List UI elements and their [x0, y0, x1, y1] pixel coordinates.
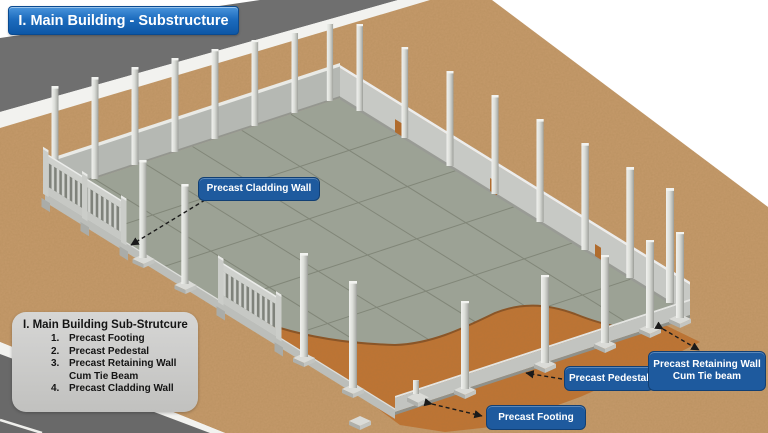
legend-item-number: 4. — [51, 383, 60, 394]
slab-grid-lines — [93, 113, 642, 397]
callout-precast-pedestal: Precast Pedestal — [564, 366, 654, 391]
callout-precast-retaining-wall: Precast Retaining Wall Cum Tie beam — [648, 351, 766, 391]
cladding-fence-b — [216, 255, 283, 357]
callout-label: Precast Footing — [498, 411, 574, 423]
legend-item-number: 3. — [51, 358, 60, 369]
cladding-fence-a — [41, 146, 128, 261]
callout-label: Precast Cladding Wall — [206, 183, 312, 194]
callout-label-line2: Cum Tie beam — [672, 371, 742, 382]
legend-item: 2. Precast Pedestal — [23, 346, 190, 359]
page-title: I. Main Building - Substructure — [8, 6, 239, 35]
legend-item-label: Precast Footing — [69, 333, 145, 344]
legend-item: 1. Precast Footing — [23, 333, 190, 346]
callout-label: Precast Pedestal — [568, 372, 650, 384]
legend-box: I. Main Building Sub-Strutcure 1. Precas… — [12, 312, 198, 412]
legend-item: 4. Precast Cladding Wall — [23, 383, 190, 396]
legend-item-label: Precast Retaining Wall Cum Tie Beam — [69, 358, 177, 382]
legend-item: 3. Precast Retaining Wall Cum Tie Beam — [23, 358, 190, 383]
legend-item-number: 2. — [51, 345, 60, 357]
callout-arrows — [130, 199, 700, 419]
wall-opening — [595, 244, 601, 260]
callout-precast-footing: Precast Footing — [486, 405, 586, 430]
arrow-footing — [423, 398, 483, 419]
nw-retaining-wall — [45, 63, 340, 195]
arrow-pedestal — [525, 370, 563, 380]
callout-precast-cladding-wall: Precast Cladding Wall — [198, 177, 320, 201]
legend-item-label: Precast Cladding Wall — [69, 383, 174, 394]
arrow-cladding-wall — [130, 199, 206, 246]
legend-item-number: 1. — [51, 333, 60, 344]
wall-opening — [395, 119, 402, 137]
legend-item-label: Precast Pedestal — [69, 345, 150, 357]
legend-title: I. Main Building Sub-Strutcure — [23, 319, 188, 331]
callout-label-line1: Precast Retaining Wall — [653, 359, 761, 370]
